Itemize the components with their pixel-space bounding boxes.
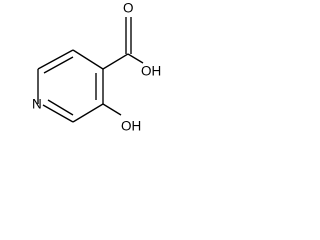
- bond-c3-c4: [72, 49, 104, 70]
- acid-hydroxyl-label: OH: [141, 64, 161, 79]
- carboxylic-acid-group: O OH: [102, 1, 161, 79]
- bond-c2-c3: [37, 49, 74, 70]
- bond-ring-carboxyl: [102, 53, 129, 70]
- bond-c5-c6: [72, 103, 104, 123]
- bond-c2-c3-inner: [43, 56, 74, 74]
- carbonyl-oxygen-label: O: [123, 1, 134, 16]
- hydroxyl-substituent: OH: [102, 103, 141, 134]
- ring-nitrogen-label: N: [32, 97, 42, 112]
- chemical-structure: O OH OH N: [32, 1, 161, 134]
- phenol-hydroxyl-label: OH: [121, 119, 141, 134]
- bond-c6-n: [42, 104, 74, 123]
- bond-carboxyl-oh: [127, 53, 144, 64]
- bond-c6-n-inner: [47, 99, 74, 116]
- pyridine-ring: [37, 49, 104, 123]
- bond-ring-hydroxyl: [102, 103, 122, 116]
